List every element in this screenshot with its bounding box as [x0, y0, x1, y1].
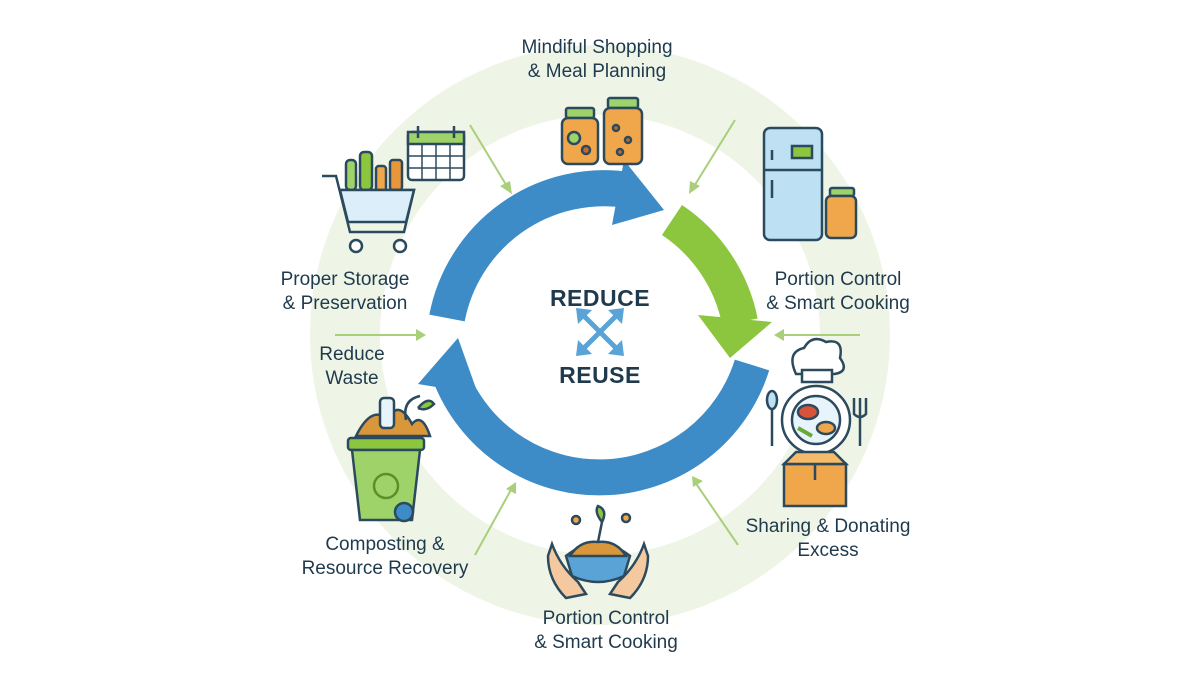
label-line: Waste: [325, 368, 379, 389]
node-label-composting: Composting & Resource Recovery: [302, 533, 469, 581]
center-top-word: REDUCE: [549, 285, 651, 311]
cycle-arrows: [418, 160, 772, 496]
blue-arc-bottom: [435, 359, 770, 496]
pointer-line: [474, 487, 513, 556]
label-line: & Smart Cooking: [766, 293, 910, 314]
label-line: Sharing & Donating: [745, 516, 911, 537]
meal-box-icon: [765, 337, 868, 508]
pointer-heads: [416, 181, 784, 494]
pointer-head: [416, 329, 426, 341]
pointer-head: [506, 482, 516, 494]
blue-arc-top: [429, 170, 631, 322]
node-label-portion-control-right: Portion Control & Smart Cooking: [766, 268, 910, 316]
pointer-line: [469, 124, 509, 189]
label-line: Reduce: [319, 344, 385, 365]
label-line: Portion Control: [774, 269, 902, 290]
pointer-head: [692, 476, 703, 487]
pointer-head: [774, 329, 784, 341]
pointer-line: [692, 119, 736, 189]
pointer-lines: [335, 119, 860, 556]
label-line: Composting &: [325, 534, 445, 555]
blue-arrowhead-left: [418, 338, 478, 394]
node-label-proper-storage: Proper Storage & Preservation: [281, 268, 410, 316]
node-label-sharing-donating: Sharing & Donating Excess: [746, 515, 911, 563]
hands-bowl-icon: [546, 504, 650, 600]
label-line: Proper Storage: [280, 269, 410, 290]
label-line: Portion Control: [542, 608, 670, 629]
pointer-head: [689, 181, 700, 194]
center-cross-arrows: [579, 311, 621, 353]
green-arrowhead-right: [698, 315, 772, 358]
green-arc-right: [661, 205, 758, 326]
jars-icon: [560, 96, 644, 166]
node-label-reduce-waste: Reduce Waste: [319, 343, 385, 391]
label-line: Excess: [797, 540, 859, 561]
label-line: & Meal Planning: [527, 61, 667, 82]
node-label-portion-control-bottom: Portion Control & Smart Cooking: [534, 607, 678, 655]
pointer-head: [500, 181, 512, 194]
fridge-icon: [762, 126, 858, 242]
cart-calendar-icon: [322, 126, 466, 254]
label-line: & Preservation: [282, 293, 408, 314]
label-line: Resource Recovery: [301, 558, 469, 579]
center-cross-heads: [576, 308, 624, 356]
blue-arrowhead-top: [612, 160, 664, 225]
compost-bin-icon: [346, 394, 436, 523]
center-bottom-word: REUSE: [559, 362, 641, 388]
node-label-mindful-shopping: Mindiful Shopping & Meal Planning: [521, 36, 672, 84]
label-line: & Smart Cooking: [534, 632, 678, 653]
label-line: Mindiful Shopping: [521, 37, 673, 58]
pointer-line: [694, 481, 739, 546]
